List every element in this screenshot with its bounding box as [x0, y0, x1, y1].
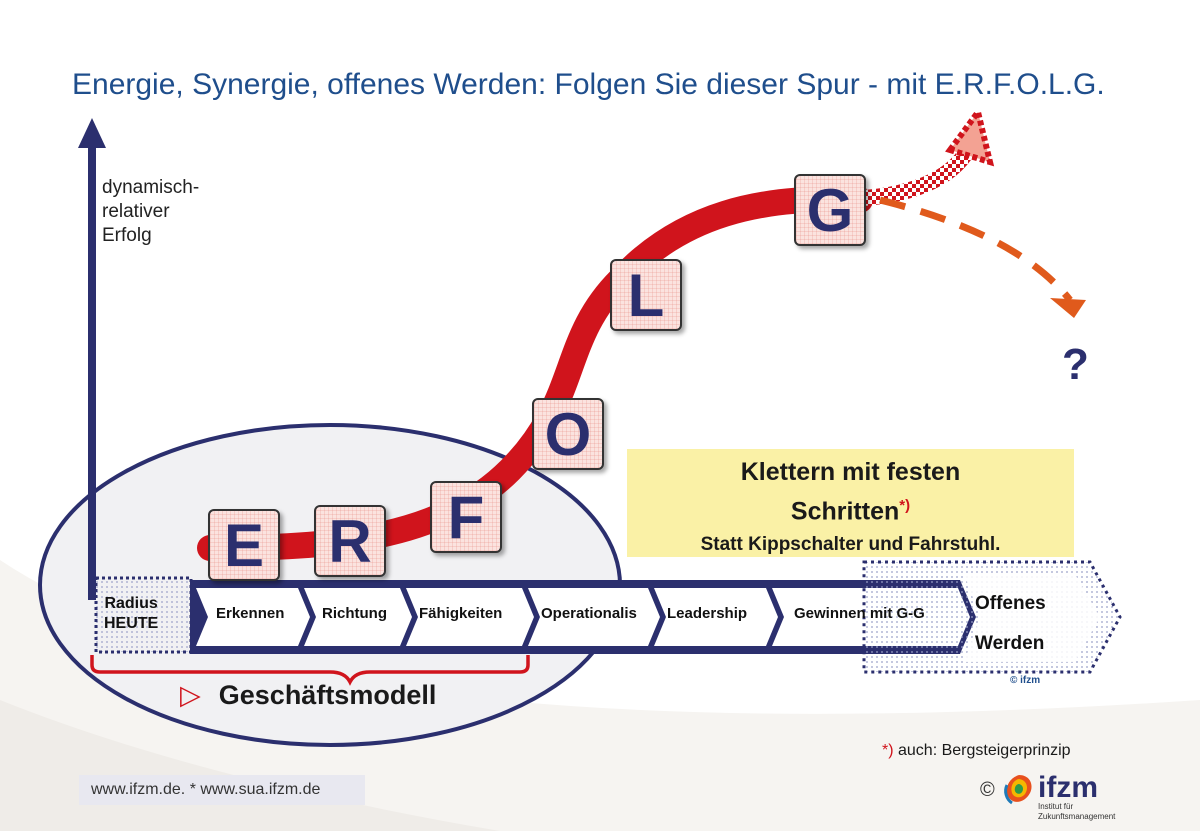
- y-axis-label-line: relativer: [102, 201, 170, 222]
- highlight-box: Klettern mit festen Schritten*) Statt Ki…: [627, 449, 1074, 557]
- logo-subtitle: Institut für Zukunftsmanagement: [1038, 802, 1115, 822]
- checkered-extension: [861, 145, 975, 206]
- y-axis-arrowhead: [78, 118, 106, 148]
- radius-box: [94, 576, 193, 654]
- step-erkennen: Erkennen: [216, 605, 285, 622]
- process-chevron-2: [304, 588, 412, 646]
- bracket-label: ▷ Geschäftsmodell: [180, 680, 436, 711]
- y-axis-label-line: dynamisch-: [102, 177, 200, 198]
- process-chevron-5: [654, 588, 778, 646]
- end-arrow-inner: [964, 574, 1100, 662]
- step-faehigkeiten: Fähigkeiten: [419, 605, 503, 622]
- letter-tile-e: E: [208, 509, 280, 581]
- page-title: Energie, Synergie, offenes Werden: Folge…: [72, 68, 1105, 101]
- logo-name: ifzm: [1038, 771, 1098, 804]
- highlight-line-3: Statt Kippschalter und Fahrstuhl.: [700, 534, 1001, 556]
- checkered-arrowhead: [945, 105, 995, 167]
- bracket-label-text: Geschäftsmodell: [218, 680, 437, 710]
- ifzm-logo: © ifzm Institut für Zukunftsmanagement: [980, 769, 1120, 825]
- radius-label-line: HEUTE: [104, 615, 159, 632]
- logo-subtitle-line: Zukunftsmanagement: [1038, 812, 1116, 821]
- end-label: Offenes Werden: [975, 584, 1046, 664]
- step-operationalis: Operationalis: [541, 605, 637, 622]
- business-model-brace: [90, 655, 530, 686]
- y-axis-label: dynamisch- relativer Erfolg: [102, 176, 199, 248]
- footnote-marker: *): [899, 497, 911, 514]
- step-richtung: Richtung: [322, 605, 387, 622]
- y-axis-label-line: Erfolg: [102, 225, 152, 246]
- process-chevron-3: [406, 588, 534, 646]
- question-mark: ?: [1062, 340, 1089, 389]
- footnote-text: auch: Bergsteigerprinzip: [893, 742, 1071, 759]
- step-gewinnen: Gewinnen mit G-G: [794, 605, 925, 622]
- footnote-mark: *): [882, 742, 894, 759]
- step-leadership: Leadership: [667, 605, 748, 622]
- letter-tile-f: F: [430, 481, 502, 553]
- highlight-line-2: Schritten*): [627, 489, 1074, 528]
- end-label-line: Offenes: [975, 593, 1046, 614]
- letter-tile-l: L: [610, 259, 682, 331]
- radius-label: Radius HEUTE: [104, 594, 158, 634]
- logo-mark-icon: [1004, 775, 1032, 805]
- highlight-line-1: Klettern mit festen: [740, 458, 961, 486]
- play-triangle-icon: ▷: [180, 680, 201, 710]
- radius-label-line: Radius: [104, 595, 158, 612]
- dashed-branch: [879, 196, 1073, 303]
- logo-subtitle-line: Institut für: [1038, 802, 1074, 811]
- copyright-symbol: ©: [980, 779, 995, 801]
- letter-tile-r: R: [314, 505, 386, 577]
- end-label-line: Werden: [975, 633, 1045, 654]
- website-url[interactable]: www.ifzm.de. * www.sua.ifzm.de: [79, 775, 365, 805]
- letter-tile-o: O: [532, 398, 604, 470]
- footnote: *) auch: Bergsteigerprinzip: [882, 742, 1071, 760]
- process-chevron-4: [528, 588, 660, 646]
- process-chevron-1: [196, 588, 310, 646]
- dashed-arrowhead: [1050, 298, 1086, 318]
- letter-tile-g: G: [794, 174, 866, 246]
- small-copyright: © ifzm: [1010, 675, 1041, 686]
- highlight-line-2-text: Schritten: [790, 497, 900, 526]
